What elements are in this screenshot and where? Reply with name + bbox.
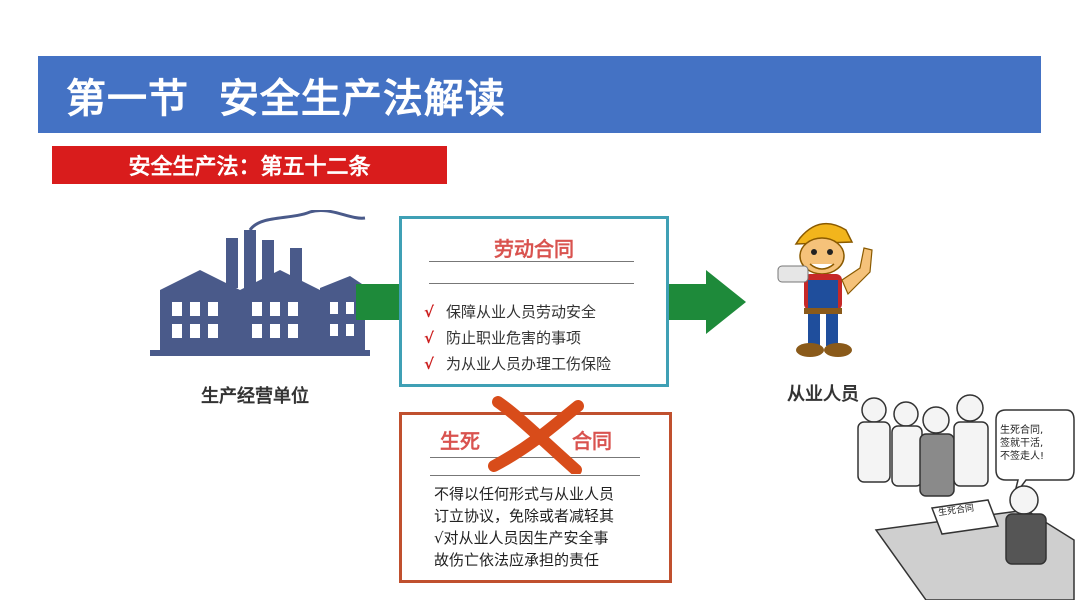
cross-out-icon xyxy=(488,396,584,474)
list-item: √为从业人员办理工伤保险 xyxy=(424,355,612,373)
labor-contract-title: 劳动合同 xyxy=(494,237,574,261)
check-icon: √ xyxy=(424,303,435,321)
speech-bubble-text: 生死合同, 签就干活, 不签走人! xyxy=(1000,425,1045,462)
divider xyxy=(429,283,634,284)
factory-icon xyxy=(150,210,370,356)
divider xyxy=(429,261,634,262)
contract-item-list: √保障从业人员劳动安全 √防止职业危害的事项 √为从业人员办理工伤保险 xyxy=(424,299,611,377)
list-item: √防止职业危害的事项 xyxy=(424,329,582,347)
list-item: √保障从业人员劳动安全 xyxy=(424,303,597,321)
worker-label: 从业人员 xyxy=(787,384,859,405)
header-bar: 第一节 安全生产法解读 xyxy=(38,56,1041,133)
arrow-right-icon xyxy=(356,284,406,320)
check-icon: √ xyxy=(424,355,435,373)
page-title: 第一节 安全生产法解读 xyxy=(66,75,506,122)
labor-contract-box: 劳动合同 √保障从业人员劳动安全 √防止职业危害的事项 √为从业人员办理工伤保险 xyxy=(399,216,669,387)
employer-label: 生产经营单位 xyxy=(201,386,309,407)
cartoon-illustration xyxy=(857,394,1075,600)
divider xyxy=(430,475,640,476)
subheader-title: 安全生产法：第五十二条 xyxy=(128,155,371,180)
death-contract-text: 不得以任何形式与从业人员 订立协议，免除或者减轻其 √对从业人员因生产安全事 故… xyxy=(434,485,615,569)
check-icon: √ xyxy=(424,329,435,347)
death-contract-title-right: 合同 xyxy=(572,429,612,453)
death-contract-title-left: 生死 xyxy=(440,429,480,453)
arrow-right-icon xyxy=(666,270,746,334)
worker-icon xyxy=(777,222,873,357)
subheader-bar: 安全生产法：第五十二条 xyxy=(52,146,447,184)
divider xyxy=(430,457,640,458)
